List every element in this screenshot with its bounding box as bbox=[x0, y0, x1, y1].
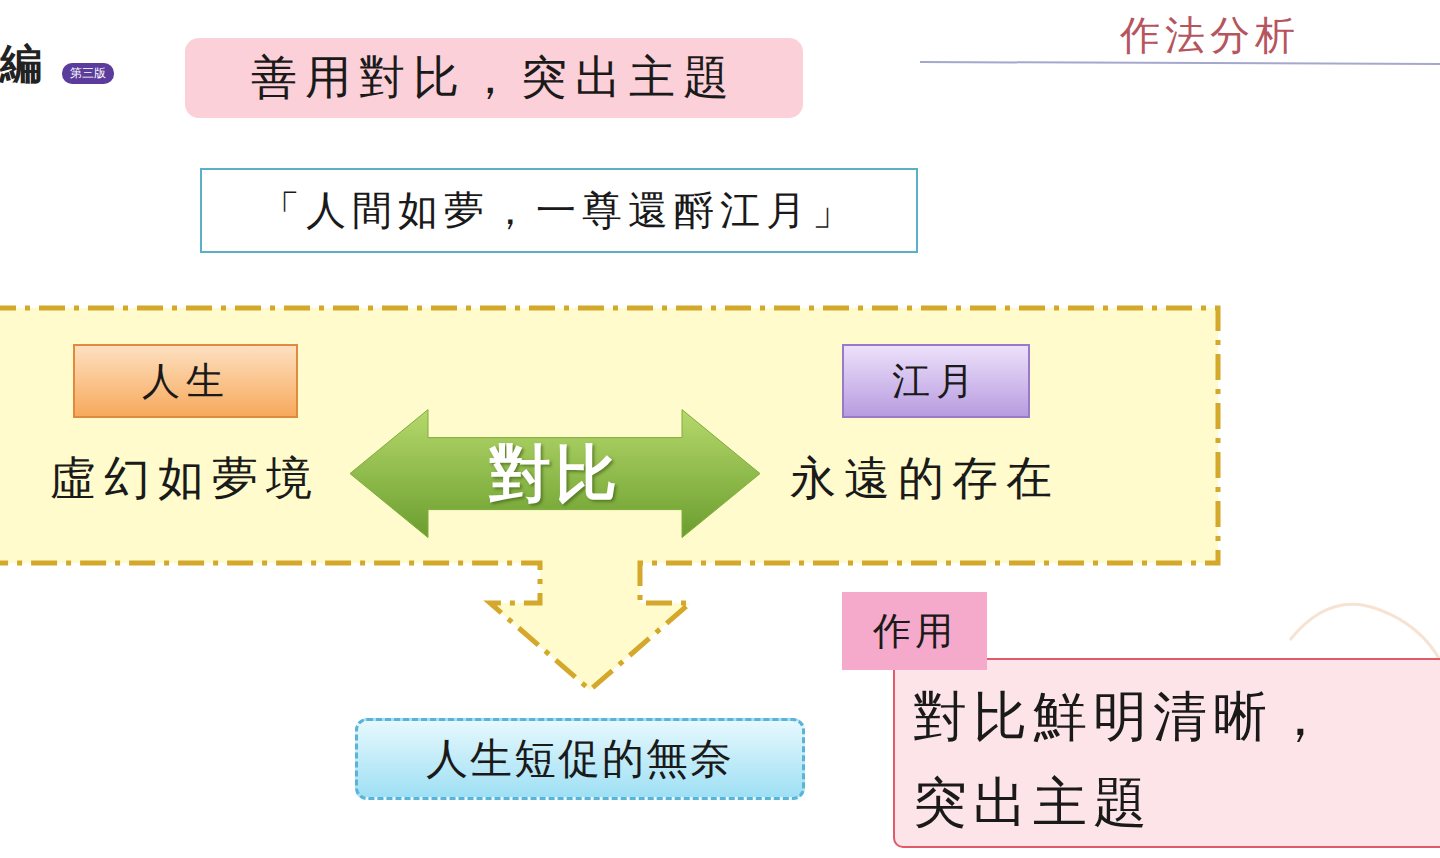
callout-body: 對比鮮明清晰，突出主題 bbox=[893, 658, 1440, 848]
node-text: 善用對比，突出主題 bbox=[251, 47, 737, 109]
subject-tab: 江月 bbox=[842, 344, 1030, 418]
callout-tab: 作用 bbox=[842, 592, 987, 670]
node-text: 人生短促的無奈 bbox=[426, 731, 734, 787]
subject-description: 永遠的存在 bbox=[760, 448, 1090, 510]
comparison-region bbox=[0, 308, 1218, 690]
corner-ornament bbox=[1290, 604, 1440, 660]
node-text: 「人間如夢，一尊還酹江月」 bbox=[260, 183, 858, 238]
subject-group: 人生虛幻如夢境 bbox=[20, 344, 350, 524]
edition-badge: 第三版 bbox=[62, 63, 114, 84]
quote-box: 「人間如夢，一尊還酹江月」 bbox=[200, 168, 918, 253]
subject-group: 江月永遠的存在 bbox=[760, 344, 1090, 524]
effect-callout: 作用對比鮮明清晰，突出主題 bbox=[842, 592, 1440, 848]
subject-description: 虛幻如夢境 bbox=[20, 448, 350, 510]
contrast-arrow bbox=[350, 410, 760, 538]
result-box: 人生短促的無奈 bbox=[355, 718, 805, 800]
theme-banner: 善用對比，突出主題 bbox=[185, 38, 803, 118]
section-title: 作法分析 bbox=[1120, 8, 1300, 63]
book-name: 編 bbox=[0, 36, 42, 92]
subject-tab: 人生 bbox=[73, 344, 298, 418]
arrow-label: 對比 bbox=[405, 429, 705, 519]
header-rule bbox=[920, 62, 1440, 64]
